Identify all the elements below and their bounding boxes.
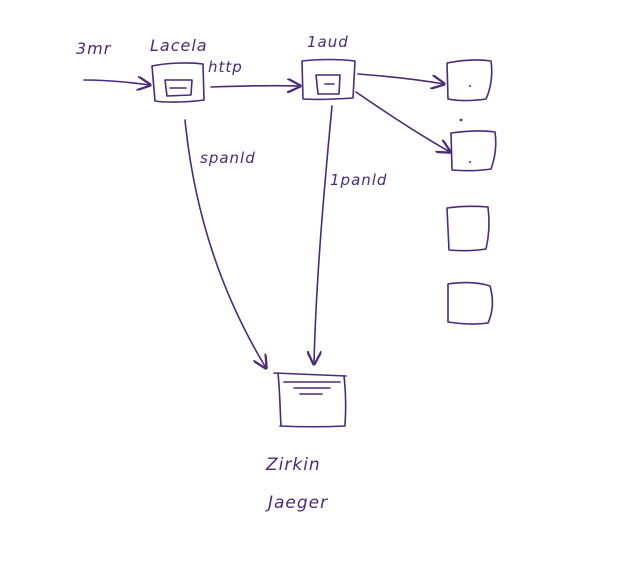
arrow-b-to-store <box>314 105 333 364</box>
arrow-b-to-box-2 <box>355 91 450 152</box>
arrow-a-to-b <box>210 86 300 87</box>
dot-mark <box>469 85 471 87</box>
side-box-3 <box>446 205 490 252</box>
protocol-label: http <box>208 58 243 76</box>
side-box-2 <box>450 130 497 172</box>
side-box-4 <box>447 281 494 325</box>
store-label-line-1: Zirkin <box>265 455 321 475</box>
store-label-line-2: Jaeger <box>265 493 328 513</box>
node-b-label: 1aud <box>307 33 349 51</box>
edge-b-store-label: 1panld <box>330 171 387 189</box>
store-box <box>273 372 347 428</box>
arrow-a-to-store <box>184 119 266 368</box>
dot-mark <box>469 161 471 163</box>
node-b-box <box>301 58 356 101</box>
edge-a-store-label: spanld <box>200 149 256 167</box>
arrow-b-to-box-1 <box>357 73 444 84</box>
incoming-label: 3mr <box>76 39 112 58</box>
node-a-label: Lacela <box>150 36 208 55</box>
dot-mark <box>459 118 463 122</box>
node-a-box <box>151 62 205 103</box>
side-box-1 <box>446 59 493 102</box>
incoming-arrow <box>83 80 150 85</box>
